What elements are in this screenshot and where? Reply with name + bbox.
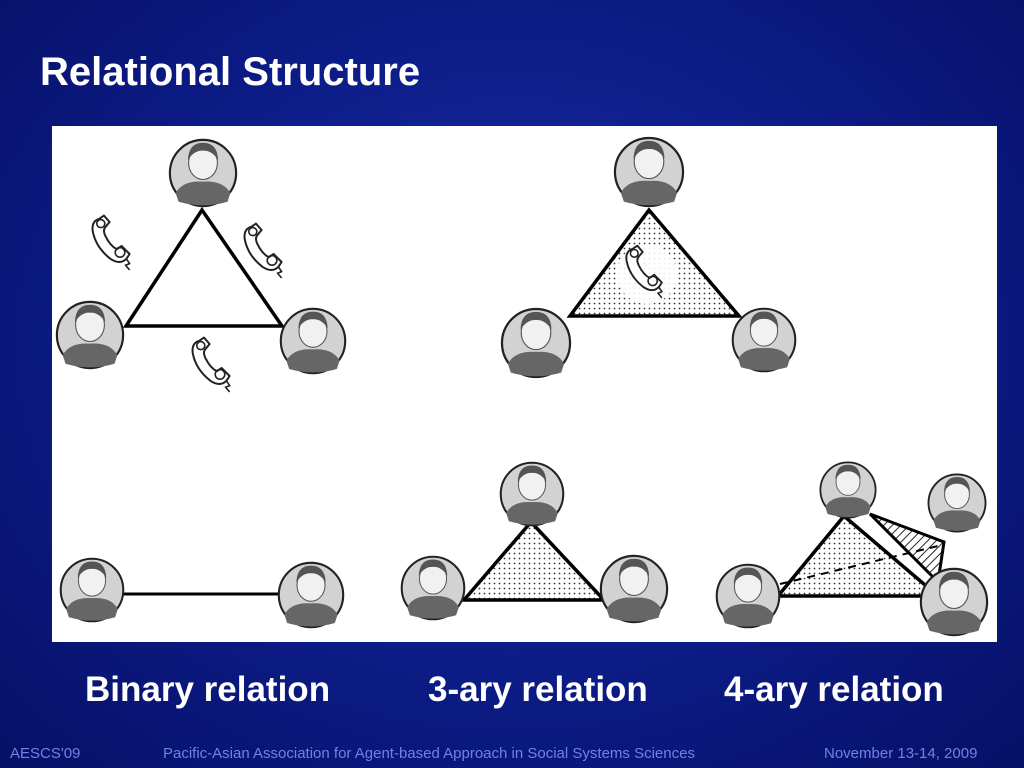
person-portrait-icon — [731, 307, 797, 373]
person-portrait-icon — [715, 563, 781, 629]
binary-phone-network — [55, 138, 347, 394]
person-portrait-icon — [55, 300, 125, 370]
ternary-phone-triangle — [500, 136, 797, 379]
person-portrait-icon — [927, 473, 987, 533]
person-portrait-icon — [500, 307, 572, 379]
caption-4ary-relation: 4-ary relation — [724, 670, 944, 709]
caption-binary-relation: Binary relation — [85, 670, 331, 709]
person-portrait-icon — [168, 138, 238, 208]
footer-association-name: Pacific-Asian Association for Agent-base… — [163, 745, 695, 762]
figure-panel — [52, 126, 997, 642]
person-portrait-icon — [599, 554, 669, 624]
person-portrait-icon — [919, 567, 989, 637]
person-portrait-icon — [277, 561, 345, 629]
slide-title: Relational Structure — [40, 50, 421, 94]
telephone-receiver-icon — [191, 336, 231, 394]
caption-3ary-relation: 3-ary relation — [428, 670, 648, 709]
person-portrait-icon — [400, 555, 466, 621]
telephone-receiver-icon — [91, 214, 131, 272]
binary-relation-diagram — [59, 557, 345, 629]
person-portrait-icon — [499, 461, 565, 527]
person-portrait-icon — [819, 461, 877, 519]
quaternary-relation-diagram — [715, 461, 989, 637]
person-portrait-icon — [279, 307, 347, 375]
ternary-relation-diagram — [400, 461, 669, 624]
person-portrait-icon — [59, 557, 125, 623]
footer-conference-name: AESCS'09 — [10, 745, 81, 762]
person-portrait-icon — [613, 136, 685, 208]
footer-date: November 13-14, 2009 — [824, 745, 978, 762]
relational-structure-figure — [55, 136, 989, 637]
telephone-receiver-icon — [243, 222, 283, 280]
